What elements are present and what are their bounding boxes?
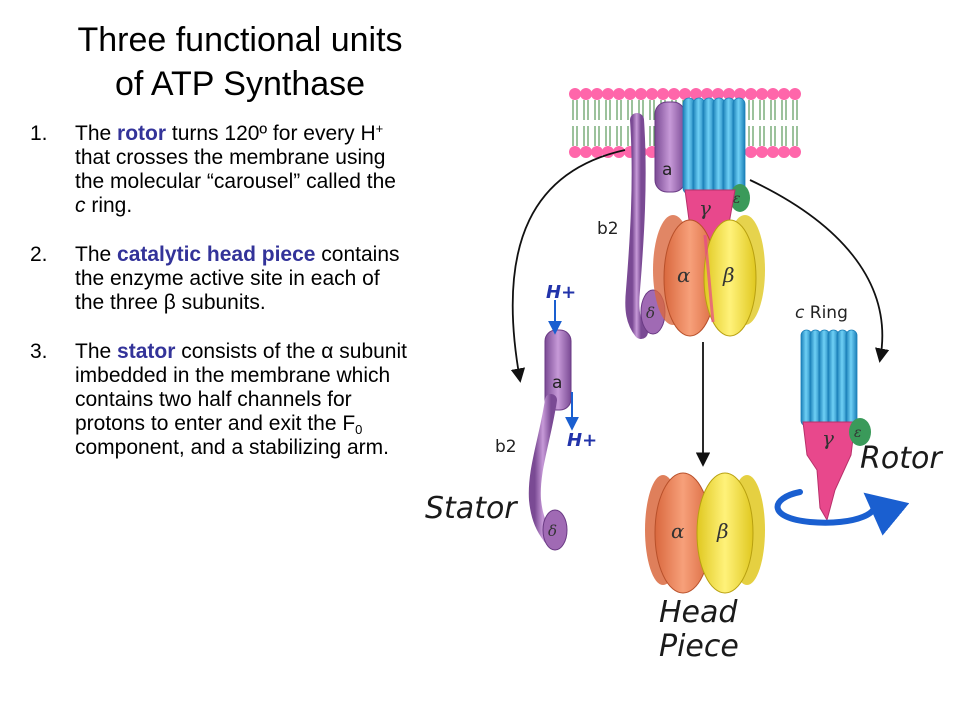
- c-subunit-cylinder: [732, 97, 746, 195]
- text-segment: consists of the α subunit imbedded in th…: [75, 340, 407, 435]
- list-item-head-piece: 2. The catalytic head piece contains the…: [30, 243, 410, 315]
- superscript-plus: +: [375, 121, 384, 136]
- head-beta: [696, 472, 754, 594]
- label-rotor: Rotor: [860, 441, 943, 476]
- text-segment: component, and a stabilizing arm.: [75, 436, 390, 459]
- lipid-head: [701, 88, 713, 100]
- list-number: 2.: [30, 243, 48, 266]
- label-h-out: H+: [567, 430, 597, 451]
- c-ring-rotor: [800, 329, 858, 427]
- text-segment: The: [75, 243, 118, 266]
- label-stator-delta: δ: [548, 522, 557, 540]
- label-beta: β: [722, 263, 735, 287]
- lipid-head: [569, 146, 581, 158]
- lipid-head: [756, 88, 768, 100]
- lipid-head: [624, 88, 636, 100]
- lipid-head: [767, 146, 779, 158]
- label-head-beta: β: [716, 519, 729, 543]
- lipid-head: [657, 88, 669, 100]
- italic-c: c: [75, 194, 86, 217]
- beta-subunit: [703, 219, 757, 337]
- text-segment: contains the enzyme active site in each …: [75, 243, 400, 314]
- assembled-complex: a b2 γ ε α β δ: [597, 97, 765, 339]
- label-epsilon: ε: [733, 191, 741, 207]
- lipid-head: [646, 88, 658, 100]
- lipid-head: [778, 146, 790, 158]
- label-rotor-epsilon: ε: [854, 425, 862, 441]
- label-c-ring-word: Ring: [804, 303, 848, 323]
- label-a: a: [662, 160, 672, 180]
- lipid-head: [745, 146, 757, 158]
- rotor-group: c Ring γ ε Rotor: [774, 303, 943, 536]
- text-segment: The: [75, 340, 118, 363]
- label-piece: Piece: [659, 629, 739, 664]
- lipid-head: [602, 88, 614, 100]
- label-rotor-gamma: γ: [822, 426, 834, 450]
- lipid-head: [734, 88, 746, 100]
- arrow-to-rotor: [749, 179, 890, 363]
- c-subunit-cylinder: [845, 329, 858, 427]
- gamma-axis: [703, 234, 715, 323]
- lipid-head: [767, 88, 779, 100]
- numbered-list: 1. The rotor turns 120º for every H+ tha…: [30, 122, 410, 460]
- lipid-head: [745, 88, 757, 100]
- lipid-head: [690, 88, 702, 100]
- list-number: 1.: [30, 122, 48, 145]
- head-piece-group: α β Head Piece: [645, 472, 765, 664]
- lipid-head: [789, 88, 801, 100]
- label-c-ring-c: c: [795, 303, 805, 323]
- stator-delta: [542, 509, 568, 551]
- label-h-in: H+: [546, 282, 576, 303]
- atp-synthase-diagram: a b2 γ ε α β δ H+ H+ a b2 δ Stator: [425, 88, 943, 664]
- rotor-epsilon: [849, 418, 871, 446]
- lipid-head: [591, 146, 603, 158]
- lipid-head: [580, 88, 592, 100]
- lipid-head: [613, 88, 625, 100]
- label-head: Head: [659, 595, 738, 630]
- label-head-alpha: α: [671, 519, 685, 543]
- list-number: 3.: [30, 340, 48, 363]
- title-line-1: Three functional units: [77, 21, 403, 59]
- label-c-ring: c Ring: [795, 303, 848, 323]
- keyword-stator: stator: [117, 340, 176, 363]
- lipid-head: [756, 146, 768, 158]
- keyword-catalytic-head-piece: catalytic head piece: [117, 243, 316, 266]
- c-ring-top: [682, 97, 746, 195]
- lipid-head: [778, 88, 790, 100]
- lipid-head: [679, 88, 691, 100]
- label-b2: b2: [597, 219, 619, 239]
- arrow-to-stator: [510, 149, 626, 383]
- rotation-arrow: [774, 489, 910, 536]
- lipid-head: [591, 88, 603, 100]
- lipid-head: [723, 88, 735, 100]
- list-item-rotor: 1. The rotor turns 120º for every H+ tha…: [30, 122, 410, 218]
- label-stator-b2: b2: [495, 437, 517, 457]
- keyword-rotor: rotor: [117, 122, 167, 145]
- text-segment: turns 120º for every H: [166, 122, 376, 145]
- title-line-2: of ATP Synthase: [114, 65, 366, 103]
- label-stator: Stator: [425, 491, 518, 526]
- stator-group: H+ H+ a b2 δ Stator: [425, 282, 597, 551]
- label-alpha: α: [677, 263, 691, 287]
- label-stator-a: a: [552, 373, 562, 393]
- label-delta: δ: [646, 304, 655, 322]
- subscript-zero: 0: [355, 422, 363, 437]
- text-segment: that crosses the membrane using the mole…: [75, 146, 396, 193]
- slide-title: Three functional units of ATP Synthase: [30, 18, 450, 106]
- list-item-stator: 3. The stator consists of the α subunit …: [30, 340, 410, 460]
- text-segment: The: [75, 122, 118, 145]
- b2-arm: [625, 113, 648, 339]
- lipid-head: [580, 146, 592, 158]
- lipid-head: [789, 146, 801, 158]
- lipid-head: [712, 88, 724, 100]
- text-segment: ring.: [85, 194, 133, 217]
- label-gamma: γ: [699, 196, 711, 220]
- lipid-head: [635, 88, 647, 100]
- lipid-head: [668, 88, 680, 100]
- lipid-head: [569, 88, 581, 100]
